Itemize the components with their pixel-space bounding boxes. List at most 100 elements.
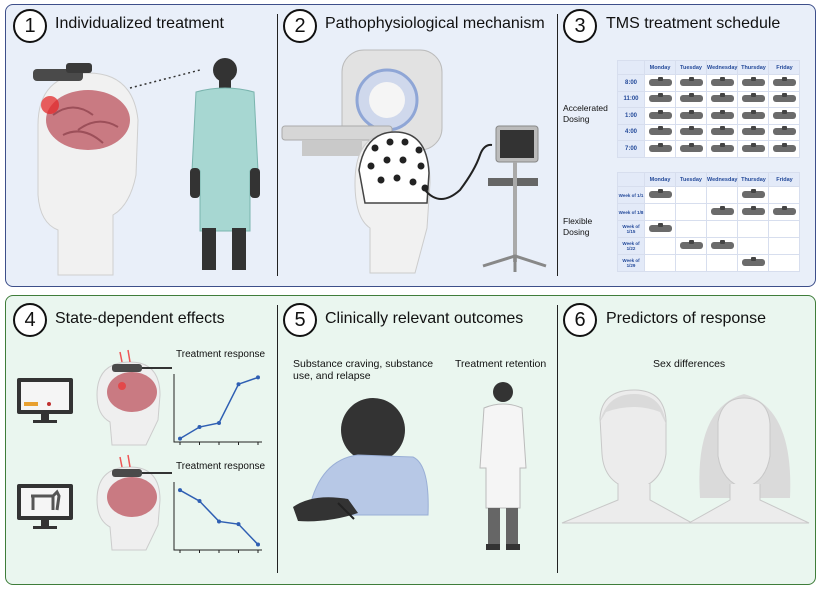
mri-scanner-illustration bbox=[281, 49, 443, 156]
schedule-cell bbox=[768, 254, 801, 272]
substance-craving-label: Substance craving, substance use, and re… bbox=[293, 358, 434, 382]
schedule-row: 4:00 bbox=[617, 123, 801, 141]
series-line bbox=[179, 489, 259, 546]
schedule-cell bbox=[644, 203, 676, 221]
data-point bbox=[197, 499, 202, 504]
schedule-cell bbox=[675, 74, 707, 92]
tms-coil-icon bbox=[741, 142, 765, 153]
tms-coil-icon bbox=[648, 189, 672, 199]
day-header-friday: Friday bbox=[768, 172, 801, 187]
schedule-row: Week of 1/1 bbox=[617, 186, 801, 204]
schedule-cell bbox=[737, 74, 770, 92]
schedule-row-label: Week of 1/1 bbox=[617, 186, 645, 204]
treatment-retention-label: Treatment retention bbox=[455, 358, 547, 370]
tms-coil-icon bbox=[710, 240, 734, 250]
eeg-cable bbox=[424, 143, 493, 200]
schedule-row: 1:00 bbox=[617, 107, 801, 125]
schedule-cell bbox=[644, 254, 676, 272]
schedule-cell bbox=[737, 237, 770, 255]
eeg-cap-head-illustration bbox=[354, 131, 431, 274]
dotted-gaze-line bbox=[129, 69, 201, 89]
day-header-tuesday: Tuesday bbox=[675, 172, 707, 187]
schedule-cell bbox=[644, 186, 676, 204]
tms-coil-icon bbox=[741, 206, 765, 216]
clinician-in-lab-coat-illustration bbox=[479, 382, 527, 550]
schedule-cell bbox=[675, 203, 707, 221]
schedule-row: Week of 1/8 bbox=[617, 203, 801, 221]
tms-coil-icon bbox=[741, 257, 765, 267]
schedule-cell bbox=[768, 107, 801, 125]
data-point bbox=[217, 519, 221, 524]
treatment-response-chart-increasing bbox=[173, 374, 262, 445]
schedule-row: Week of 1/15 bbox=[617, 220, 801, 238]
tms-coil-icon bbox=[679, 142, 703, 153]
schedule-row-label: 1:00 bbox=[617, 107, 645, 125]
panel-2-title: Pathophysiological mechanism bbox=[325, 15, 545, 32]
schedule-cell bbox=[705, 140, 739, 158]
data-point bbox=[236, 522, 241, 527]
tms-coil-icon bbox=[710, 126, 734, 136]
tms-coil-icon bbox=[648, 223, 672, 233]
day-header-wednesday: Wednesday bbox=[705, 172, 739, 187]
divider-4-5 bbox=[277, 305, 278, 573]
schedule-row-label: 4:00 bbox=[617, 123, 645, 141]
panel-4-title: State-dependent effects bbox=[55, 310, 225, 327]
tms-coil-icon bbox=[648, 109, 672, 120]
chart-axes bbox=[173, 482, 262, 551]
eeg-monitor-cart-illustration bbox=[482, 125, 547, 272]
schedule-row-label: 8:00 bbox=[617, 74, 645, 92]
schedule-row-label: 11:00 bbox=[617, 90, 645, 108]
tms-coil-icon bbox=[741, 189, 765, 199]
panel-3-number: 3 bbox=[563, 9, 597, 43]
schedule-cell bbox=[705, 186, 739, 204]
sex-differences-label: Sex differences bbox=[653, 358, 726, 370]
schedule-cell bbox=[737, 140, 770, 158]
schedule-cell bbox=[705, 90, 739, 108]
day-header-thursday: Thursday bbox=[737, 60, 770, 75]
day-header-monday: Monday bbox=[644, 172, 676, 187]
tms-coil-icon bbox=[679, 109, 703, 120]
schedule-row-label: Week of 1/15 bbox=[617, 220, 645, 238]
tms-coil-icon bbox=[648, 76, 672, 87]
schedule-row: Week of 1/29 bbox=[617, 254, 801, 272]
day-header-tuesday: Tuesday bbox=[675, 60, 707, 75]
schedule-row-label: 7:00 bbox=[617, 140, 645, 158]
data-point bbox=[197, 425, 202, 430]
data-point bbox=[178, 488, 182, 493]
schedule-cell bbox=[737, 90, 770, 108]
divider-1-2 bbox=[277, 14, 278, 276]
schedule-cell bbox=[644, 107, 676, 125]
schedule-row: Week of 1/22 bbox=[617, 237, 801, 255]
tms-head-illustration-top bbox=[96, 349, 172, 446]
tms-coil-icon bbox=[772, 206, 796, 216]
tms-coil-icon bbox=[741, 109, 765, 120]
tms-coil-icon bbox=[710, 93, 734, 103]
panel-3-title: TMS treatment schedule bbox=[606, 15, 781, 32]
schedule-row-label: Week of 1/29 bbox=[617, 254, 645, 272]
schedule-cell bbox=[675, 220, 707, 238]
head-with-tms-coil-illustration bbox=[33, 63, 139, 276]
schedule-cell bbox=[675, 237, 707, 255]
schedule-cell bbox=[705, 220, 739, 238]
day-header-monday: Monday bbox=[644, 60, 676, 75]
panel-6-title: Predictors of response bbox=[606, 310, 767, 327]
panel-5-title: Clinically relevant outcomes bbox=[325, 310, 524, 327]
chart-axes bbox=[173, 374, 262, 443]
panel-2-number: 2 bbox=[283, 9, 317, 43]
tms-coil-icon bbox=[772, 126, 796, 136]
day-header-wednesday: Wednesday bbox=[705, 60, 739, 75]
schedule-cell bbox=[768, 74, 801, 92]
tms-coil-icon bbox=[772, 76, 796, 87]
tms-coil-icon bbox=[710, 206, 734, 216]
female-face-illustration bbox=[687, 394, 810, 524]
schedule-cell bbox=[705, 107, 739, 125]
tms-coil-icon bbox=[648, 93, 672, 103]
schedule-row-label: Week of 1/8 bbox=[617, 203, 645, 221]
schedule-cell bbox=[768, 220, 801, 238]
day-header-thursday: Thursday bbox=[737, 172, 770, 187]
schedule-cell bbox=[768, 123, 801, 141]
data-point bbox=[236, 382, 241, 387]
schedule-cell bbox=[737, 123, 770, 141]
schedule-row: 7:00 bbox=[617, 140, 801, 158]
